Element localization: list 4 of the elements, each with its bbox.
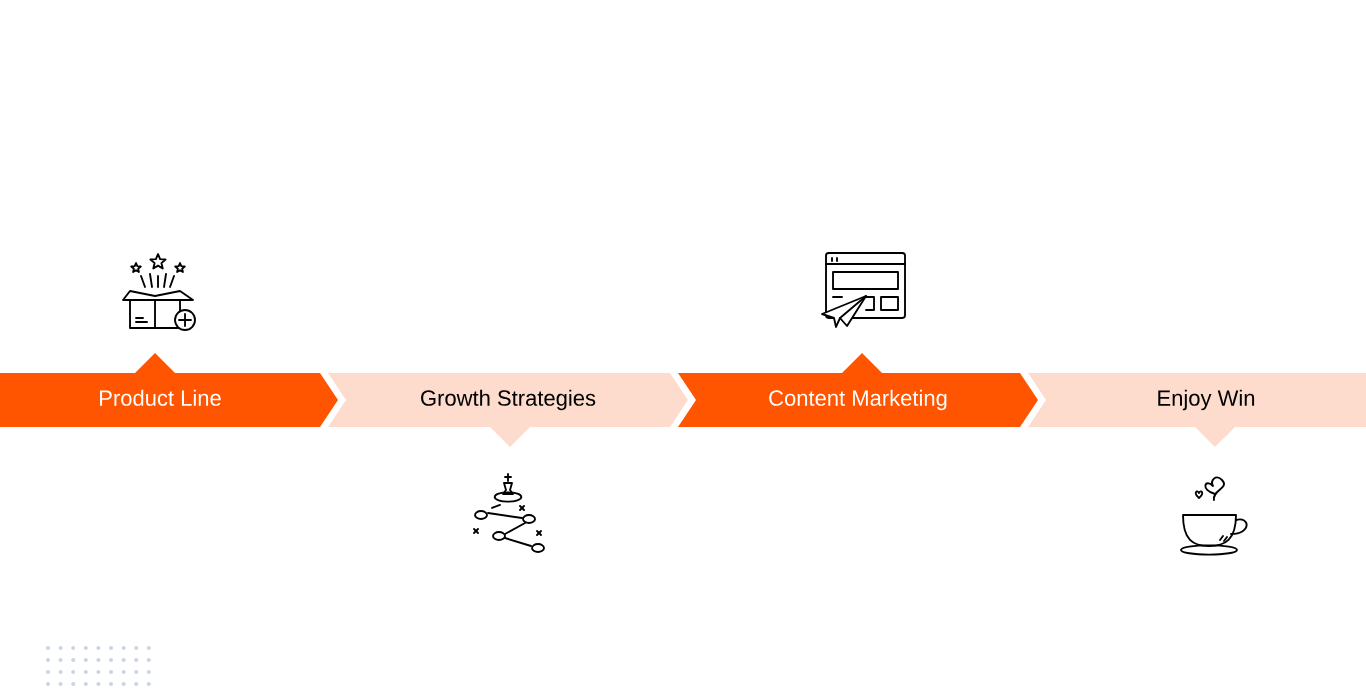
chevron-band: Content Marketing (678, 353, 1038, 427)
chevron-band: Product Line (0, 353, 338, 427)
chevron-band: Enjoy Win (1028, 373, 1366, 447)
chevron-band: Growth Strategies (328, 373, 688, 447)
